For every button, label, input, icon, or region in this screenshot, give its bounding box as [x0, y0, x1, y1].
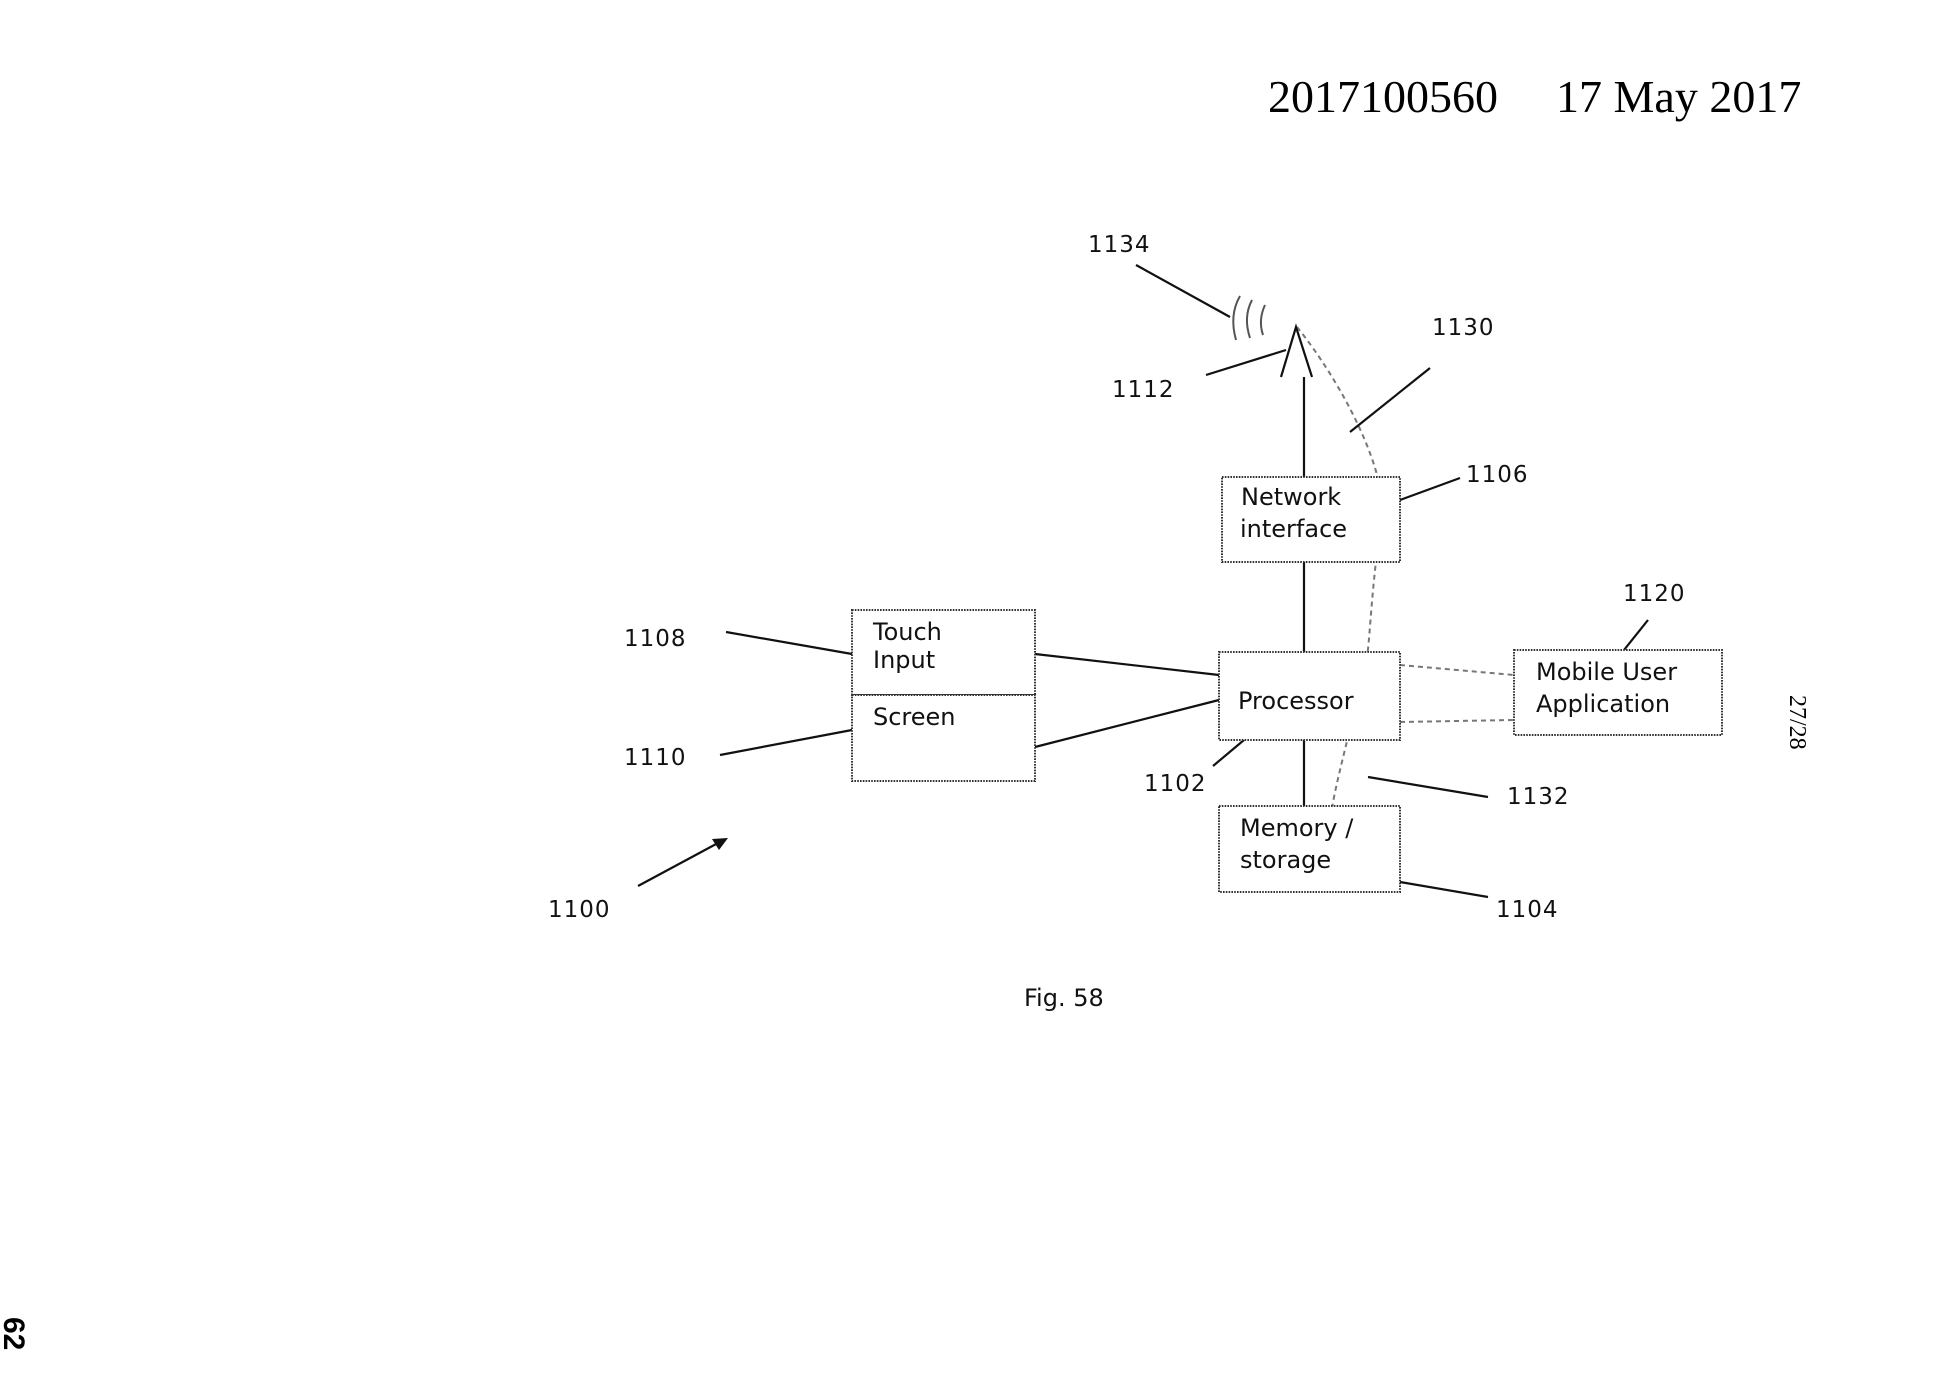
- leader-1112: [1205, 348, 1287, 377]
- leader-1102: [1212, 739, 1245, 767]
- arrow-1100-head: [712, 838, 728, 850]
- touch-input-label-line1: Touch: [872, 618, 942, 646]
- ref-1108: 1108: [624, 626, 687, 652]
- page-header: 2017100560 17 May 2017: [1268, 70, 1801, 123]
- figure-caption: Fig. 58: [1024, 984, 1104, 1012]
- memory-storage-label-line2: storage: [1240, 846, 1331, 874]
- leader-1106: [1399, 476, 1461, 502]
- document-date: 17 May 2017: [1556, 71, 1802, 122]
- mobile-user-application-label-line2: Application: [1536, 690, 1670, 718]
- leader-1132: [1367, 775, 1489, 799]
- leader-1108: [725, 630, 853, 656]
- leader-1130: [1349, 367, 1431, 433]
- network-interface-label-line1: Network: [1241, 483, 1341, 511]
- processor-label: Processor: [1238, 687, 1354, 715]
- touch-processor-line: [1034, 652, 1220, 677]
- screen-label: Screen: [873, 703, 956, 731]
- antenna-icon: [1279, 323, 1314, 378]
- network-interface-label-line2: interface: [1240, 515, 1347, 543]
- ref-1134: 1134: [1088, 232, 1151, 258]
- leader-1120: [1623, 619, 1649, 651]
- processor-app-dashed-line-top: [1399, 664, 1515, 676]
- data-flow-path: [1296, 326, 1384, 809]
- touch-input-label-line2: Input: [873, 646, 935, 674]
- leader-1110: [719, 728, 853, 757]
- ref-1110: 1110: [624, 745, 687, 771]
- memory-storage-box: [1218, 805, 1401, 893]
- ref-1130: 1130: [1432, 315, 1495, 341]
- processor-box: [1218, 651, 1401, 741]
- screen-box: [851, 694, 1036, 782]
- mobile-user-application-box: [1513, 649, 1723, 736]
- mobile-user-application-label-line1: Mobile User: [1536, 658, 1677, 686]
- processor-app-dashed-line-bottom: [1399, 719, 1515, 723]
- leader-1134: [1135, 264, 1231, 318]
- wireless-signal-icon: [1232, 295, 1266, 341]
- ref-1106: 1106: [1466, 462, 1529, 488]
- ref-1104: 1104: [1496, 897, 1559, 923]
- ref-1132: 1132: [1507, 784, 1570, 810]
- document-number: 2017100560: [1268, 71, 1498, 122]
- ref-1100: 1100: [548, 897, 611, 923]
- touch-input-box: [851, 609, 1036, 696]
- screen-processor-line: [1034, 698, 1220, 749]
- ref-1112: 1112: [1112, 377, 1175, 403]
- ref-1102: 1102: [1144, 771, 1207, 797]
- network-interface-box: [1221, 476, 1401, 563]
- ref-1120: 1120: [1623, 581, 1686, 607]
- arrow-1100-shaft: [637, 842, 719, 887]
- memory-storage-label-line1: Memory /: [1240, 814, 1354, 842]
- leader-1104: [1399, 880, 1489, 899]
